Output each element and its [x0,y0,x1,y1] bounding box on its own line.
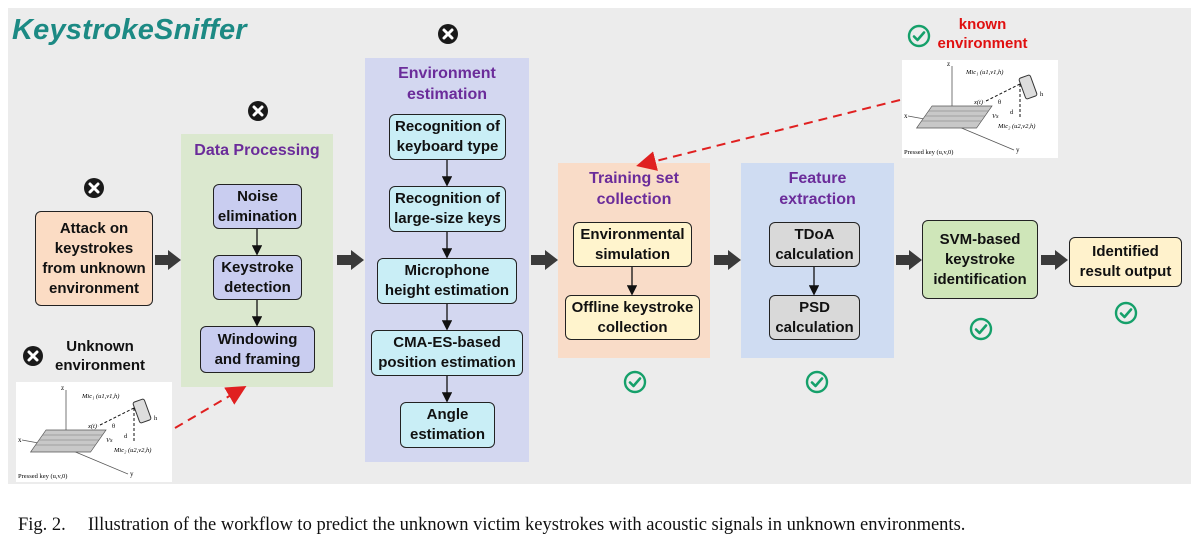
svm-identification-box: SVM-based keystroke identification [922,220,1038,299]
noise-elimination-box: Noise elimination [213,184,302,229]
dashed-arrow-known-to-training [636,99,901,171]
microphone-height-label: Microphone height estimation [384,262,510,299]
sketch-vs-text: Vs [106,437,113,444]
arrow-feature-to-svm [896,250,922,270]
sketch-y-axis-text: y [130,470,134,478]
circle-x-icon [248,101,268,121]
attack-box: Attack on keystrokes from unknown enviro… [35,211,153,306]
circle-x-icon [23,346,43,366]
known-environment-sketch: Mic₁ (u1,v1,h) Mic₂ (u2,v2,h) x(t) θ d V… [902,60,1058,158]
circle-check-icon [1114,301,1138,325]
result-output-label: Identified result output [1079,243,1172,280]
arrow-svm-to-result [1041,250,1068,270]
environment-estimation-title: Environment estimation [398,65,496,103]
circle-check-icon [969,317,993,341]
circle-x-icon [84,178,104,198]
figure-caption: Fig. 2. Illustration of the workflow to p… [18,515,965,536]
circle-x-icon [438,24,458,44]
offline-collection-box: Offline keystroke collection [565,295,700,340]
arrow-environment-to-training [531,250,558,270]
sketch-h-text: h [154,415,158,422]
keyboard-microphone-illustration: Mic₁ (u1,v1,h) Mic₂ (u2,v2,h) x(t) θ d V… [18,384,158,480]
keyboard-type-box: Recognition of keyboard type [389,114,506,160]
keyboard-type-label: Recognition of keyboard type [395,118,500,155]
keystroke-detection-label: Keystroke detection [221,258,294,296]
arrow-processing-to-environment [337,250,364,270]
stage-arrows [155,250,1068,270]
keystroke-detection-box: Keystroke detection [213,255,302,300]
psd-calculation-box: PSD calculation [769,295,860,340]
cma-es-position-box: CMA-ES-based position estimation [371,330,523,376]
keyboard-microphone-illustration-known: Mic₁ (u1,v1,h) Mic₂ (u2,v2,h) x(t) θ d V… [904,60,1044,156]
dashed-arrow-unknown-to-processing [174,385,247,429]
angle-estimation-box: Angle estimation [400,402,495,448]
known-sketch-xt-text: x(t) [973,99,983,106]
known-sketch-vs-text: Vs [992,113,999,120]
windowing-framing-label: Windowing and framing [214,330,301,368]
psd-calculation-label: PSD calculation [775,298,854,336]
known-environment-label: known environment [937,16,1028,52]
known-sketch-mic2-text: Mic₂ (u2,v2,h) [997,123,1035,130]
sketch-theta-text: θ [112,423,115,430]
sketch-mic1-text: Mic₁ (u1,v1,h) [81,393,119,400]
large-size-keys-label: Recognition of large-size keys [394,190,501,227]
tdoa-calculation-label: TDoA calculation [775,225,854,263]
sketch-pressed-key-text: Pressed key (u,v,0) [18,473,67,480]
training-set-title: Training set collection [589,170,679,208]
arrow-training-to-feature [714,250,741,270]
circle-check-icon [805,370,829,394]
known-sketch-y-axis-text: y [1016,146,1020,154]
data-processing-title: Data Processing [194,142,320,159]
unknown-environment-sketch: Mic₁ (u1,v1,h) Mic₂ (u2,v2,h) x(t) θ d V… [16,382,172,482]
known-sketch-pressed-key-text: Pressed key (u,v,0) [904,149,953,156]
attack-box-label: Attack on keystrokes from unknown enviro… [42,219,146,297]
sketch-d-text: d [124,433,128,440]
microphone-height-box: Microphone height estimation [377,258,517,304]
cma-es-position-label: CMA-ES-based position estimation [378,334,516,371]
svm-identification-label: SVM-based keystroke identification [933,230,1027,288]
environmental-simulation-box: Environmental simulation [573,222,692,267]
sketch-xt-text: x(t) [87,423,97,430]
angle-estimation-label: Angle estimation [409,406,485,443]
known-sketch-theta-text: θ [998,99,1001,106]
known-sketch-h-text: h [1040,91,1044,98]
known-sketch-x-axis-text: x [904,112,908,120]
noise-elimination-label: Noise elimination [217,187,298,225]
tdoa-calculation-box: TDoA calculation [769,222,860,267]
sketch-z-axis-text: z [61,384,64,392]
sketch-x-axis-text: x [18,436,22,444]
result-output-box: Identified result output [1069,237,1182,287]
environmental-simulation-label: Environmental simulation [580,225,685,263]
circle-check-icon [623,370,647,394]
figure-caption-text: Illustration of the workflow to predict … [87,515,966,535]
diagram-title: KeystrokeSniffer [12,14,247,46]
figure-number: Fig. 2. [18,515,66,535]
feature-extraction-title: Feature extraction [779,170,856,208]
offline-collection-label: Offline keystroke collection [571,298,694,336]
arrow-attack-to-processing [155,250,181,270]
sketch-mic2-text: Mic₂ (u2,v2,h) [113,447,151,454]
circle-check-icon [907,24,931,48]
known-sketch-d-text: d [1010,109,1014,116]
large-size-keys-box: Recognition of large-size keys [389,186,506,232]
known-sketch-z-axis-text: z [947,60,950,68]
unknown-environment-label: Unknown environment [54,338,145,374]
known-sketch-mic1-text: Mic₁ (u1,v1,h) [965,69,1003,76]
windowing-framing-box: Windowing and framing [200,326,315,373]
internal-arrows [251,160,820,403]
